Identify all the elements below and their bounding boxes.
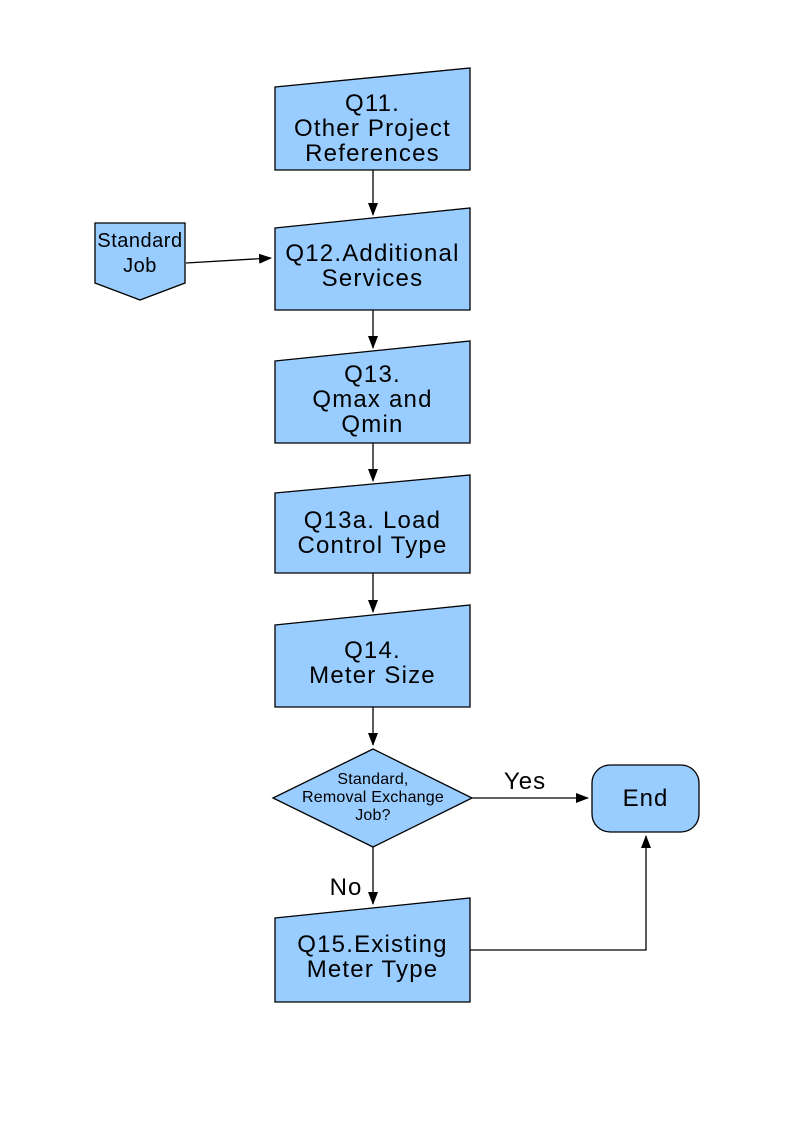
- edge-standardjob-to-q12: [185, 253, 272, 264]
- node-q13-shape: [274, 340, 471, 444]
- node-end-shape: [591, 764, 700, 833]
- node-q14-shape: [274, 604, 471, 708]
- node-q15-shape: [274, 897, 471, 1003]
- edge-q15-to-end: [470, 835, 651, 951]
- node-decision-shape: [271, 748, 474, 848]
- node-q11-shape: [274, 67, 471, 171]
- node-standard-job-shape: [94, 222, 186, 301]
- node-q13a-shape: [274, 474, 471, 574]
- node-q12-shape: [274, 207, 471, 311]
